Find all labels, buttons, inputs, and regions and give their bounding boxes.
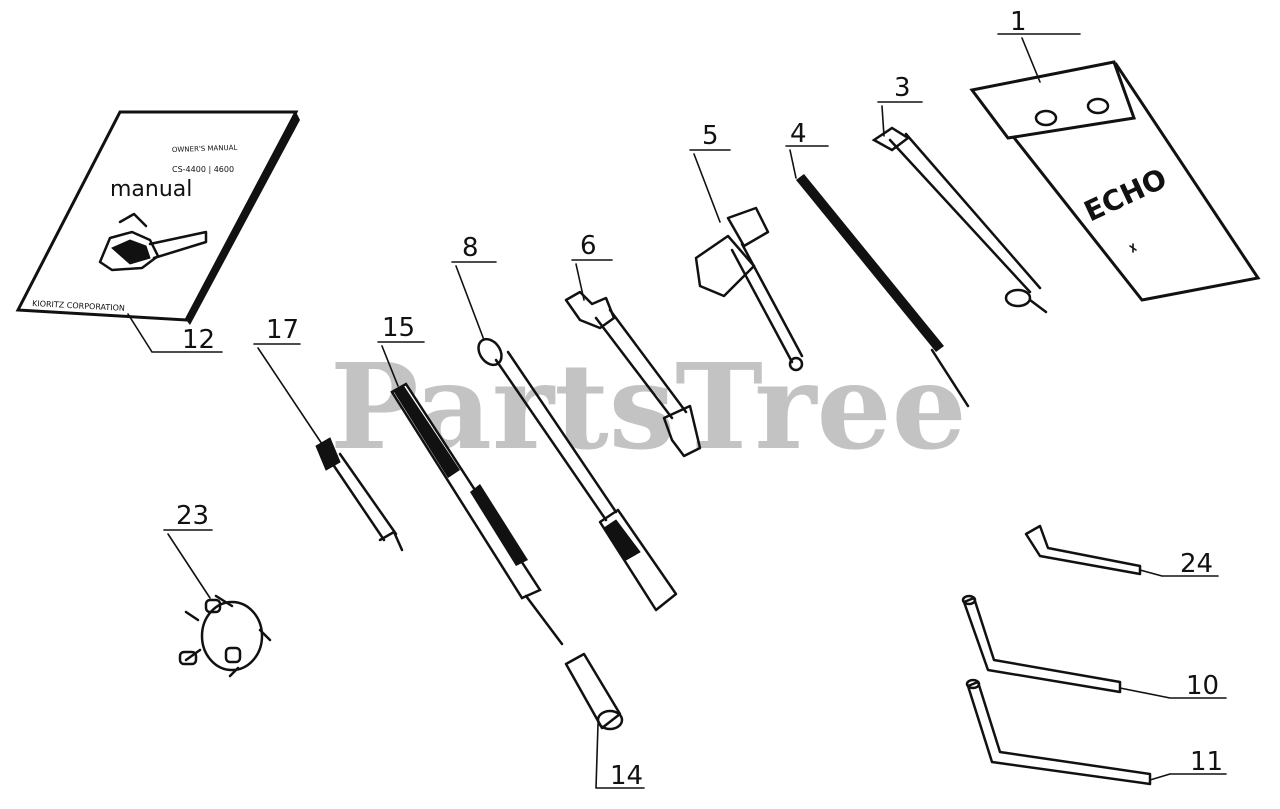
- part-10-hex-key[interactable]: [961, 594, 1122, 694]
- callout-24: 24: [1180, 549, 1213, 579]
- part-6-open-wrench[interactable]: [564, 290, 702, 458]
- part-23-sprocket[interactable]: [178, 594, 272, 678]
- part-14-file-handle[interactable]: [564, 652, 624, 731]
- part-12-manual[interactable]: OWNER'S MANUAL CS-4400 | 4600 manual KIO…: [15, 110, 300, 325]
- manual-line2: CS-4400 | 4600: [172, 165, 234, 174]
- part-1-tool-pouch[interactable]: ECHO: [969, 60, 1261, 302]
- callout-23: 23: [176, 501, 209, 531]
- part-24-hex-key[interactable]: [1024, 524, 1142, 576]
- callout-3: 3: [894, 73, 911, 103]
- callout-10: 10: [1186, 671, 1219, 701]
- chainsaw-illustration: [98, 212, 208, 272]
- leader-lines: [127, 33, 1227, 789]
- part-8-driver[interactable]: [474, 335, 678, 612]
- callout-17: 17: [266, 315, 299, 345]
- part-15-flat-file[interactable]: [390, 382, 564, 646]
- callout-15: 15: [382, 313, 415, 343]
- watermark: PartsTree: [330, 337, 967, 476]
- callout-5: 5: [702, 121, 719, 151]
- callout-14: 14: [610, 761, 643, 791]
- manual-title: manual: [110, 177, 192, 202]
- callout-labels: 1 3 4 5 6 8 10 11 12 14 15 17 23 24: [176, 7, 1223, 791]
- part-11-hex-key[interactable]: [965, 678, 1152, 786]
- callout-11: 11: [1190, 747, 1223, 777]
- part-17-depth-gauge[interactable]: [315, 437, 404, 552]
- part-4-round-file[interactable]: [796, 174, 970, 408]
- callout-1: 1: [1010, 7, 1027, 37]
- part-5-plug-wrench[interactable]: [694, 206, 804, 372]
- callout-4: 4: [790, 119, 807, 149]
- callout-8: 8: [462, 233, 479, 263]
- manual-line1: OWNER'S MANUAL: [172, 144, 238, 154]
- part-3-tool-rod[interactable]: [871, 126, 1048, 314]
- callout-12: 12: [182, 325, 215, 355]
- callout-6: 6: [580, 231, 597, 261]
